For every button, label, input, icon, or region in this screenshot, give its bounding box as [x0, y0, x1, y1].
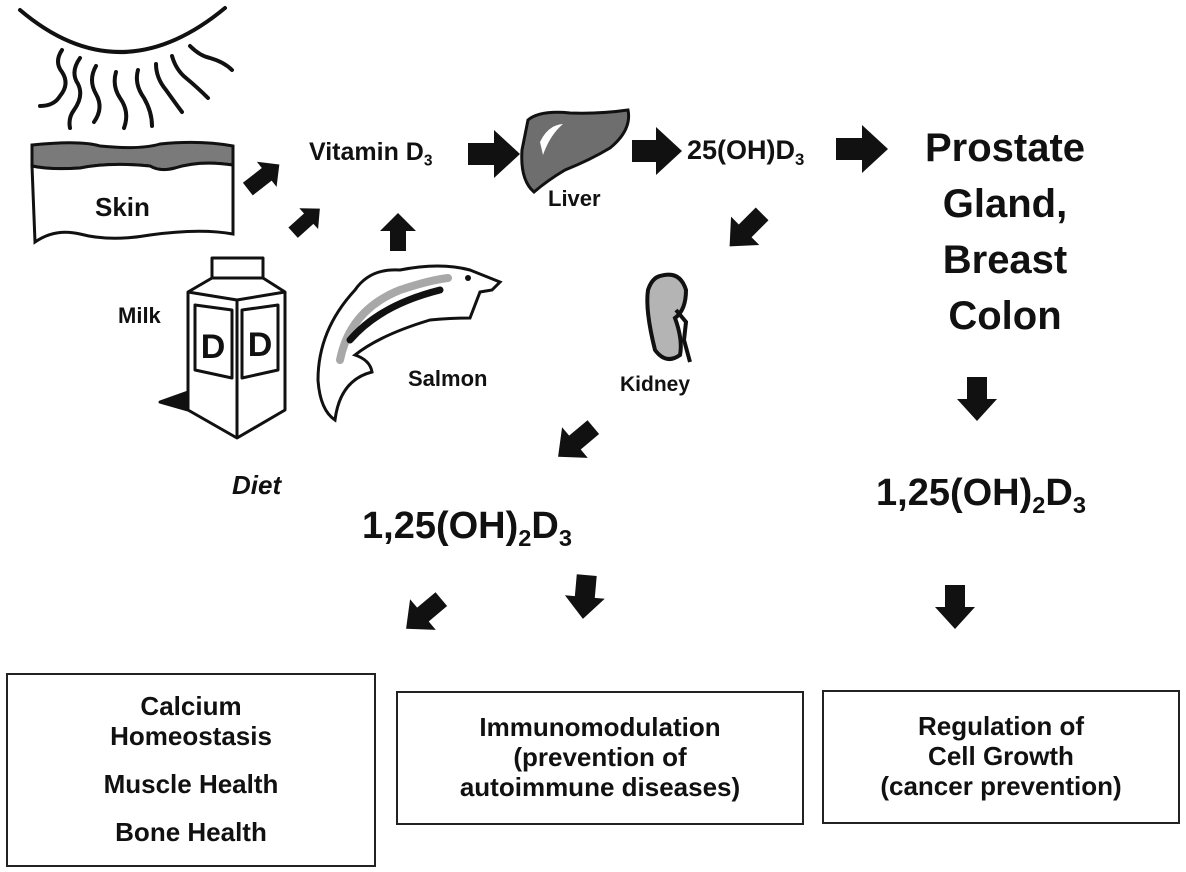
outcome-box-cell-growth: Regulation of Cell Growth (cancer preven…: [822, 690, 1180, 824]
outcome-box-calcium: Calcium Homeostasis Muscle Health Bone H…: [6, 673, 376, 867]
calcitriol-kidney-label: 1,25(OH)2D3: [362, 505, 572, 552]
outcome-box-immunomodulation: Immunomodulation (prevention of autoimmu…: [396, 691, 804, 825]
kidney-label: Kidney: [620, 373, 691, 396]
salmon-icon: [316, 264, 503, 423]
25ohd3-base: 25(OH)D: [687, 135, 796, 165]
calcitriol-mid: D: [531, 505, 559, 547]
tissue-breast: Breast: [942, 238, 1068, 282]
carton-letter-right: D: [248, 326, 273, 364]
arrow-tissues-to-calcitriol: [957, 377, 997, 421]
25ohd3-label: 25(OH)D3: [687, 135, 805, 169]
arrow-calcitriol-to-growth: [935, 585, 975, 629]
calcitriol-tissue-label: 1,25(OH)2D3: [876, 472, 1086, 519]
skin-icon: [30, 140, 235, 245]
outcome-line: (prevention of: [513, 742, 687, 773]
arrow-25ohd3-to-kidney: [729, 207, 769, 247]
outcome-line: Regulation of: [917, 711, 1085, 742]
outcome-line: Muscle Health: [103, 769, 279, 799]
target-tissues-label: Prostate Gland, Breast Colon: [905, 120, 1105, 344]
calcitriol-sub2: 3: [1072, 492, 1086, 519]
outcome-line: Homeostasis: [110, 721, 272, 752]
calcitriol-sub1: 2: [1032, 492, 1046, 519]
vitamin-d3-base: Vitamin D: [309, 138, 424, 166]
salmon-label: Salmon: [408, 366, 488, 391]
arrow-salmon-to-vitd: [380, 213, 416, 251]
carton-letter-left: D: [201, 328, 226, 366]
skin-label: Skin: [95, 192, 150, 222]
calcitriol-pre: 1,25(OH): [876, 472, 1033, 514]
tissue-gland: Gland,: [942, 182, 1068, 226]
outcome-line: Bone Health: [115, 816, 267, 847]
25ohd3-sub: 3: [795, 149, 805, 169]
outcome-line: autoimmune diseases): [459, 771, 741, 802]
calcitriol-sub2: 3: [558, 525, 572, 552]
arrow-skin-to-vitd: [242, 161, 280, 196]
sun-icon: [18, 6, 234, 130]
outcome-line: Cell Growth: [928, 741, 1074, 772]
arrows: [242, 125, 997, 630]
tissue-colon: Colon: [948, 294, 1062, 338]
outcome-line: Calcium: [140, 691, 242, 722]
vitamin-d3-label: Vitamin D3: [309, 138, 433, 170]
milk-label: Milk: [118, 303, 161, 328]
liver-icon: [520, 108, 631, 194]
diet-label: Diet: [232, 470, 282, 500]
calcitriol-pre: 1,25(OH): [362, 505, 519, 547]
vitamin-d3-sub: 3: [423, 152, 433, 170]
kidney-icon: [645, 272, 692, 363]
outcome-line: (cancer prevention): [880, 770, 1122, 801]
arrow-milk-to-vitd: [288, 208, 320, 238]
arrow-kidney-to-calcitriol: [558, 420, 600, 458]
milk-carton-icon: [158, 256, 287, 440]
arrow-calcitriol-to-immuno: [564, 574, 605, 619]
tissue-prostate: Prostate: [924, 126, 1086, 170]
arrow-vitd-to-liver: [468, 130, 520, 178]
arrow-25ohd3-to-tissues: [836, 125, 888, 173]
calcitriol-sub1: 2: [518, 525, 532, 552]
arrow-calcitriol-to-calcium: [406, 592, 448, 630]
calcitriol-mid: D: [1045, 472, 1073, 514]
outcome-line: Immunomodulation: [479, 712, 721, 743]
liver-label: Liver: [548, 186, 601, 211]
arrow-liver-to-25ohd3: [632, 127, 682, 175]
